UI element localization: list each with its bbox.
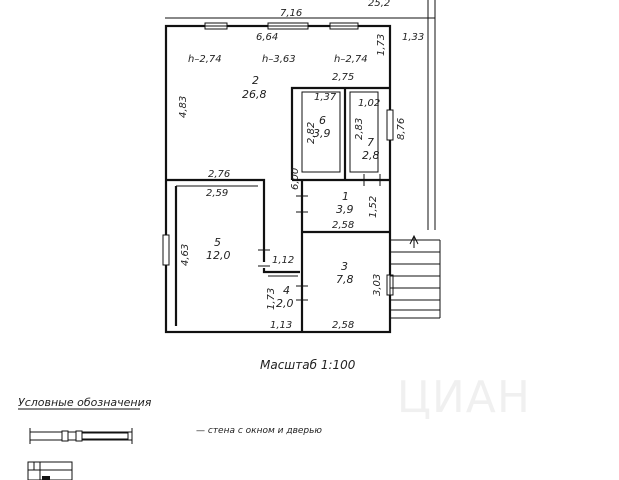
wall-room-5 [166, 178, 266, 262]
dim-6-00: 6,00 [290, 168, 301, 190]
room-1-number: 1 [342, 190, 349, 203]
dim-3-03: 3,03 [372, 274, 383, 296]
dim-2-76: 2,76 [208, 169, 230, 180]
watermark: ЦИАН [396, 372, 531, 423]
dim-1-52: 1,52 [368, 196, 379, 218]
dim-1-12: 1,12 [272, 255, 294, 266]
room-3-number: 3 [341, 260, 348, 273]
dim-1-73-bottom: 1,73 [266, 288, 277, 310]
room-4-area: 2,0 [276, 297, 294, 310]
window-right-1 [386, 109, 394, 141]
dim-2-58-a: 2,58 [332, 220, 354, 231]
dim-2-82: 2,82 [306, 122, 317, 144]
room-7-inner [349, 91, 379, 173]
room-5-number: 5 [214, 236, 221, 249]
dim-6-64: 6,64 [256, 32, 278, 43]
room-1-area: 3,9 [336, 203, 354, 216]
dim-top-right: 25,2 [368, 0, 390, 9]
dim-1-02: 1,02 [358, 98, 380, 109]
scale-label: Масштаб 1:100 [260, 358, 356, 372]
legend-second-symbol [27, 461, 73, 480]
legend-wall-window-door-symbol [29, 428, 133, 444]
dim-1-37: 1,37 [314, 92, 337, 103]
room-4-number: 4 [283, 284, 290, 297]
dim-2-59: 2,59 [206, 188, 228, 199]
dim-2-83: 2,83 [354, 118, 365, 140]
height-center: h–3,63 [262, 54, 296, 65]
dim-4-83: 4,83 [178, 96, 189, 118]
dim-4-63: 4,63 [180, 244, 191, 266]
wall-bath-block [290, 86, 390, 180]
height-right: h–2,74 [334, 54, 368, 65]
dim-top-left: 7,16 [280, 8, 302, 19]
window-left-1 [162, 234, 170, 266]
legend-title: Условные обозначения [18, 396, 152, 409]
height-left: h–2,74 [188, 54, 222, 65]
wall-room-4 [262, 268, 300, 274]
room-7-area: 2,8 [362, 149, 380, 162]
room-7-number: 7 [367, 136, 374, 149]
dim-2-75: 2,75 [332, 72, 354, 83]
room-2-number: 2 [252, 74, 259, 87]
dim-1-13: 1,13 [270, 320, 292, 331]
room-5-area: 12,0 [206, 249, 231, 262]
stairs [389, 234, 441, 319]
dim-1-33: 1,33 [402, 32, 424, 43]
dim-1-73-top: 1,73 [376, 34, 387, 56]
room-6-number: 6 [319, 114, 326, 127]
room-3-area: 7,8 [336, 273, 354, 286]
legend-item-wall-window-door: — стена с окном и дверью [196, 426, 323, 436]
dim-2-58-b: 2,58 [332, 320, 354, 331]
room-6-area: 3,9 [313, 127, 331, 140]
room-6-inner [301, 91, 341, 173]
dim-8-76: 8,76 [396, 118, 407, 140]
room-2-area: 26,8 [242, 88, 267, 101]
